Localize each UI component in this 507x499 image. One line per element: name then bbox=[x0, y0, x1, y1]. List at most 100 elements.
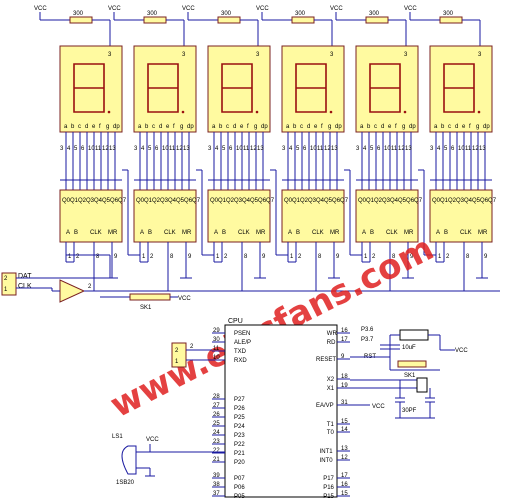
vcc-label: VCC bbox=[182, 6, 195, 12]
register-pin-b: B bbox=[444, 230, 448, 236]
common-pin: 3 bbox=[478, 52, 482, 58]
pin-number: 13 bbox=[405, 146, 412, 152]
register-pin-num: 2 bbox=[298, 254, 302, 260]
pin-number: 30 bbox=[213, 337, 220, 343]
pin-number: 12 bbox=[398, 146, 405, 152]
pin-number: 5 bbox=[222, 146, 226, 152]
seven-seg-display bbox=[59, 45, 123, 133]
register-pin-num: 1 bbox=[216, 254, 220, 260]
resistor-value: 300 bbox=[369, 11, 380, 17]
digit-segments bbox=[295, 63, 327, 113]
pin-number: 10 bbox=[213, 355, 220, 361]
pin-number: 6 bbox=[155, 146, 159, 152]
segment-pin-label: g bbox=[328, 124, 331, 130]
speaker: LS1 VCC 1SB20 bbox=[112, 434, 225, 486]
segment-pin-label: a bbox=[286, 124, 290, 130]
register-pin-mr: MR bbox=[478, 230, 488, 236]
pin-name: X1 bbox=[327, 386, 335, 392]
pin-name: WR bbox=[327, 331, 338, 337]
connector-clk-label: CLK bbox=[18, 283, 32, 290]
pin-name: P16 bbox=[323, 485, 334, 491]
pin-number: 38 bbox=[213, 482, 220, 488]
pin-name: P07 bbox=[234, 476, 245, 482]
pin-name: RXD bbox=[234, 358, 247, 364]
pin-number: 3 bbox=[282, 146, 286, 152]
pin-number: 11 bbox=[95, 146, 102, 152]
register-pin-a: A bbox=[140, 230, 144, 236]
segment-pin-label: f bbox=[321, 124, 323, 130]
pin-number: 27 bbox=[213, 403, 220, 409]
pin-number: 11 bbox=[391, 146, 398, 152]
segment-pin-label: b bbox=[293, 124, 297, 130]
serial-header-pin-1: 1 bbox=[175, 359, 179, 365]
segment-pin-label: g bbox=[402, 124, 405, 130]
buffer-out-pin: 2 bbox=[88, 284, 92, 290]
pin-name: P15 bbox=[323, 494, 334, 499]
pin-name: T1 bbox=[327, 422, 335, 428]
pin-number: 9 bbox=[341, 354, 345, 360]
segment-pin-label: d bbox=[233, 124, 236, 130]
pin-number: 4 bbox=[215, 146, 219, 152]
register-pin-num: 2 bbox=[150, 254, 154, 260]
resistor bbox=[217, 16, 241, 24]
pin-number: 15 bbox=[341, 491, 348, 497]
pin-number: 17 bbox=[341, 337, 348, 343]
segment-pin-label: e bbox=[240, 124, 244, 130]
pin-name: P23 bbox=[234, 433, 245, 439]
segment-pin-label: a bbox=[360, 124, 364, 130]
pin-number: 12 bbox=[341, 455, 348, 461]
resistor-value: 300 bbox=[147, 11, 158, 17]
shift-register bbox=[59, 189, 123, 243]
seven-seg-display bbox=[281, 45, 345, 133]
pin-number: 11 bbox=[317, 146, 324, 152]
pin-number: 24 bbox=[213, 430, 220, 436]
register-pin-num: 1 bbox=[290, 254, 294, 260]
pin-number: 3 bbox=[356, 146, 360, 152]
pin-name: X2 bbox=[327, 377, 335, 383]
pin-number: 4 bbox=[141, 146, 145, 152]
segment-pin-label: d bbox=[381, 124, 384, 130]
pin-number: 16 bbox=[341, 328, 348, 334]
register-pin-mr: MR bbox=[256, 230, 266, 236]
pin-name: TXD bbox=[234, 349, 247, 355]
pin-number: 17 bbox=[341, 473, 348, 479]
pin-number: 10 bbox=[310, 146, 317, 152]
segment-pin-label: f bbox=[247, 124, 249, 130]
register-pin-num: 9 bbox=[484, 254, 488, 260]
serial-header-pin-2: 2 bbox=[175, 348, 179, 354]
register-outputs: Q0Q1Q2Q3Q4Q5Q6Q7 bbox=[432, 198, 497, 204]
shift-register bbox=[355, 189, 419, 243]
speaker-label: LS1 bbox=[112, 434, 123, 440]
pin-number: 39 bbox=[213, 473, 220, 479]
connector-pin-2: 2 bbox=[4, 276, 8, 282]
segment-pin-label: e bbox=[314, 124, 318, 130]
common-pin: 3 bbox=[330, 52, 334, 58]
shift-register bbox=[429, 189, 493, 243]
pin-name: P27 bbox=[234, 397, 245, 403]
register-pin-num: 8 bbox=[392, 254, 396, 260]
segment-pin-label: e bbox=[388, 124, 392, 130]
segment-pin-label: d bbox=[85, 124, 88, 130]
bus-pullup-resistor: SK1 VCC bbox=[100, 293, 191, 311]
segment-pin-label: dp bbox=[113, 124, 120, 130]
resistor-value: 300 bbox=[443, 11, 454, 17]
segment-pin-label: e bbox=[462, 124, 466, 130]
pin-number: 31 bbox=[341, 400, 348, 406]
segment-pin-label: g bbox=[254, 124, 257, 130]
crystal-caps-label: 30PF bbox=[402, 408, 417, 414]
decimal-point bbox=[403, 110, 407, 114]
register-pin-mr: MR bbox=[182, 230, 192, 236]
reset-cap-label: 10uF bbox=[402, 345, 416, 351]
register-pin-clk: CLK bbox=[386, 230, 398, 236]
register-pin-clk: CLK bbox=[90, 230, 102, 236]
pin-number: 11 bbox=[465, 146, 472, 152]
register-pin-clk: CLK bbox=[164, 230, 176, 236]
